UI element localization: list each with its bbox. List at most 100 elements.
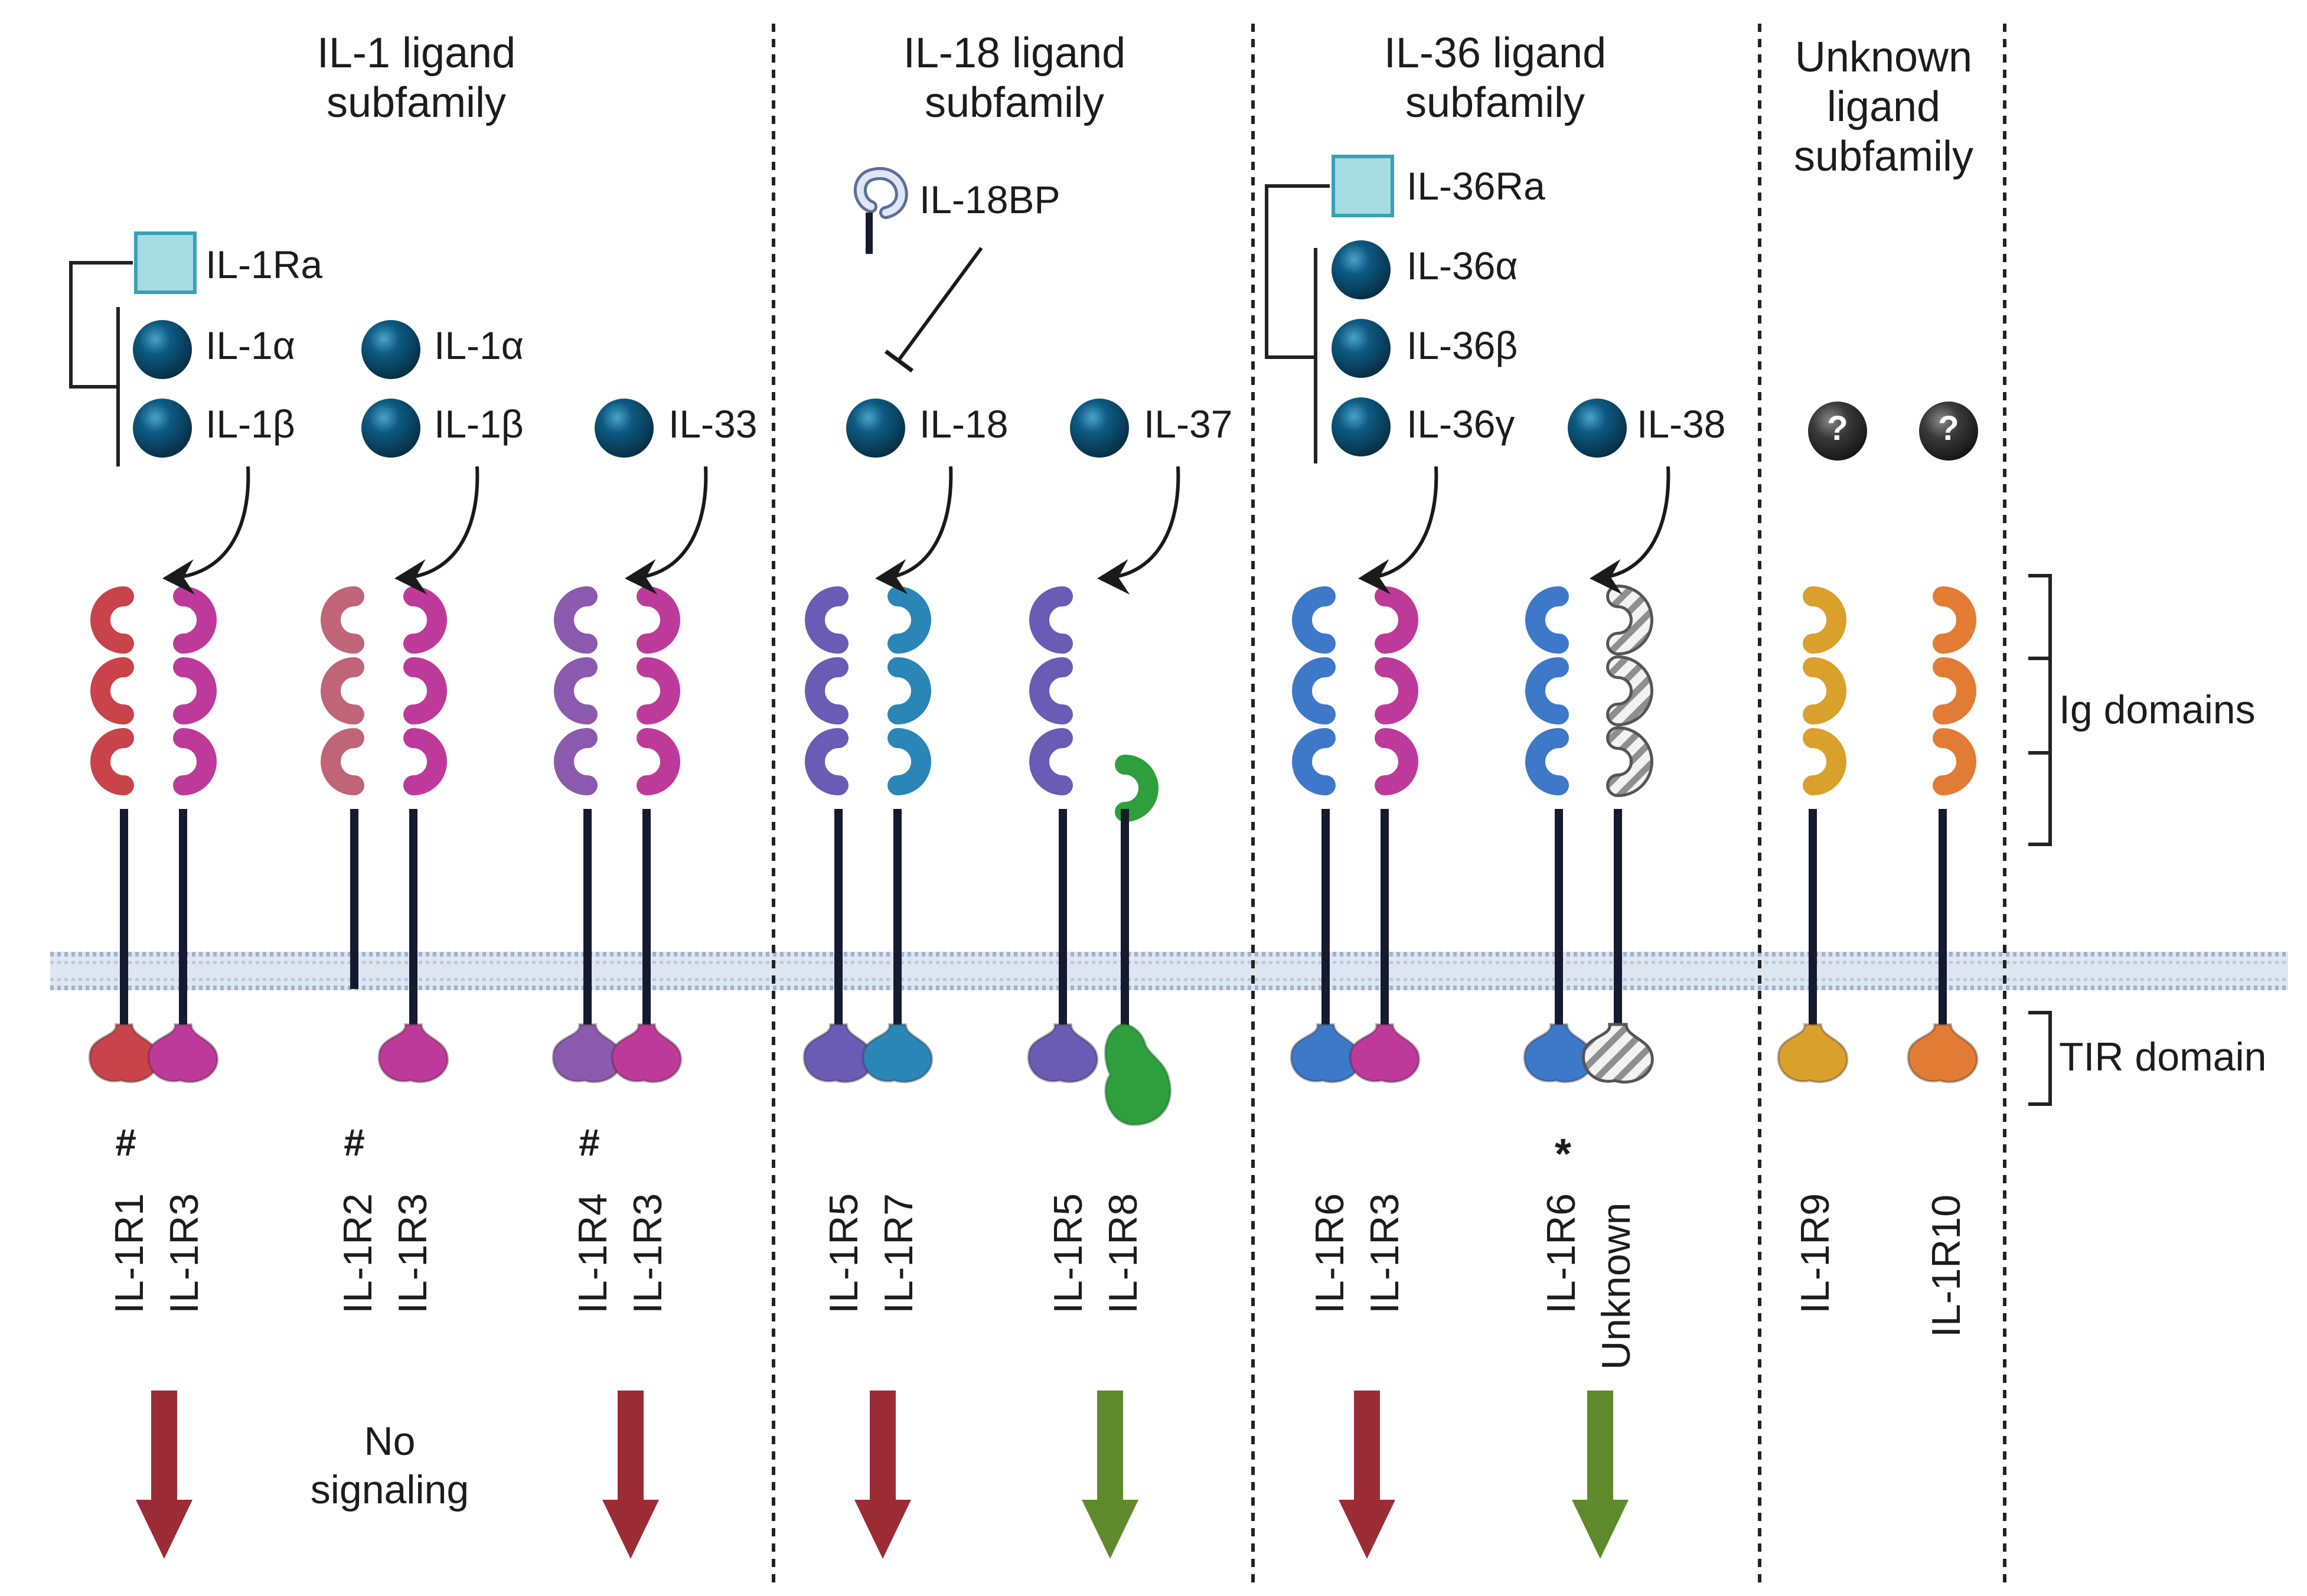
receptor-unknown-ig-domain-2 [1609,658,1650,723]
receptor-il1r2-ig-domain-3 [321,728,364,795]
receptor-il1r8 [1104,755,1172,1127]
receptor-il1r3-b [377,586,449,1083]
receptor-il1r1-ig-domain-3 [90,728,134,795]
receptor-il1r10-ig-domain-3 [1933,728,1976,795]
signal-arrow-il1r4-il1r3 [602,1391,659,1559]
receptor-il1r5-a-tir-domain [802,1023,874,1083]
receptor-il1r6-a-tir-domain [1290,1023,1362,1083]
receptor-il1r5-b-ig-domain-3 [1029,728,1073,795]
receptor-il1r3-d-tir-domain [1349,1023,1421,1083]
receptor-il1r8-ig-domain [1115,755,1159,822]
receptor-unknown-tir-domain [1582,1023,1654,1084]
receptor-il1r3-d [1349,586,1421,1083]
il36b-ligand [1332,319,1391,378]
receptor-unknown-ig-domain-3 [1609,729,1650,794]
il37-ligand [1070,399,1129,458]
receptor-il1r5-b-ig-domain-1 [1029,586,1073,654]
receptor-il1r7 [862,586,934,1083]
il33-ligand [595,399,654,458]
receptor-il1r7-ig-domain-2 [887,657,931,724]
il18bp-hook [856,169,905,216]
il18-binding-arrow [875,466,953,595]
signal-arrow-il1r5-il1r8 [1082,1391,1138,1559]
receptor-il1r5-b-ig-domain-2 [1029,657,1073,724]
receptor-il1r5-b [1027,586,1099,1083]
tir-domain-bracket [2028,1011,2052,1106]
receptor-il1r4-tir-domain [552,1023,624,1083]
receptor-il1r4 [552,586,624,1083]
receptor-il1r4-ig-domain-1 [554,586,598,654]
receptor-il1r2-ig-domain-1 [321,586,364,654]
receptor-il1r3-a [147,586,219,1083]
receptor-il1r3-c [611,586,683,1083]
receptor-il1r6-b-ig-domain-3 [1525,728,1569,795]
receptor-il1r10-tir-domain [1907,1023,1979,1083]
ligand-layer [69,155,1978,466]
receptor-il1r4-ig-domain-2 [554,657,598,724]
cell-membrane [50,952,2288,990]
il18bp-inhibition-bar [884,350,914,373]
receptor-il1r7-tir-domain [862,1023,934,1083]
il1b-decoy-ligand [361,399,420,458]
receptor-unknown [1582,585,1654,1084]
il18bp-inhibition-line [897,247,983,361]
receptor-il1r10-ig-domain-1 [1933,586,1976,654]
receptor-il1r9-ig-domain-2 [1803,657,1846,724]
signal-arrow-il1r5-il1r7 [854,1391,911,1559]
receptor-il1r9-ig-domain-3 [1803,728,1846,795]
receptor-il1r3-b-ig-domain-2 [403,657,447,724]
il18bp-binding-protein [853,167,908,254]
receptor-il1r6-a [1290,586,1362,1083]
signal-arrow-il1r6-unknown [1572,1391,1629,1559]
il1b-ligand [133,399,192,458]
receptor-il1r5-a [802,586,874,1083]
receptor-il1r3-b-ig-domain-3 [403,728,447,795]
receptor-il1r3-a-ig-domain-1 [173,586,217,654]
signal-arrow-il1r1-il1r3 [136,1391,192,1559]
il1a-ligand [133,320,192,379]
receptor-il1r3-d-ig-domain-3 [1375,728,1418,795]
receptor-il1r6-b [1523,586,1595,1083]
receptor-il1r3-a-tir-domain [147,1023,219,1083]
receptor-layer [88,585,1979,1127]
il38-binding-arrow [1590,466,1670,595]
arrow-layer [136,247,2052,1559]
il33-binding-arrow [625,466,708,595]
il18-ligand [846,399,905,458]
receptor-il1r3-c-ig-domain-2 [637,657,680,724]
receptor-il1r3-c-tir-domain [611,1023,683,1083]
receptor-unknown-ig-domain-1 [1609,588,1650,652]
receptor-il1r1-tir-domain [88,1023,160,1083]
receptor-il1r5-a-ig-domain-2 [805,657,849,724]
receptor-il1r3-d-ig-domain-1 [1375,586,1418,654]
receptor-il1r9-ig-domain-1 [1803,586,1846,654]
il36a-ligand [1332,240,1391,299]
il37-binding-arrow [1097,466,1180,595]
signal-arrow-il1r6-il1r3 [1339,1391,1395,1559]
receptor-il1r4-ig-domain-3 [554,728,598,795]
receptor-il1r8-tir-domain [1104,1023,1172,1127]
receptor-il1r6-a-ig-domain-3 [1292,728,1336,795]
receptor-il1r1 [88,586,160,1083]
receptor-il1r1-ig-domain-1 [90,586,134,654]
ig-domains-bracket [2028,574,2052,846]
il36-group-bracket-outer [1265,184,1330,359]
receptor-il1r3-b-tir-domain [377,1023,449,1083]
receptor-il1r1-ig-domain-2 [90,657,134,724]
receptor-il1r6-b-tir-domain [1523,1023,1595,1083]
il1-decoy-binding-arrow [394,466,479,595]
il36ra-antagonist-box [1332,155,1394,217]
unknown-ligand-2 [1919,402,1978,461]
il1ra-antagonist-box [134,231,197,294]
receptor-il1r3-c-ig-domain-1 [637,586,680,654]
il1-group-bracket-outer [69,261,133,389]
il1-binding-arrow [162,466,250,595]
il36-binding-arrow [1358,466,1438,595]
il38-ligand [1568,399,1627,458]
receptor-il1r7-ig-domain-1 [887,586,931,654]
receptor-il1r3-d-ig-domain-2 [1375,657,1418,724]
subfamily-dividers [772,24,2006,1588]
receptor-il1r5-a-ig-domain-1 [805,586,849,654]
receptor-il1r6-a-ig-domain-2 [1292,657,1336,724]
